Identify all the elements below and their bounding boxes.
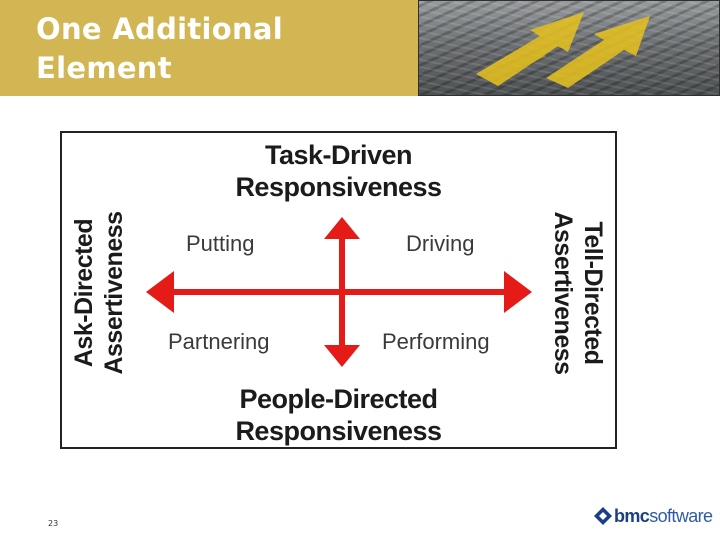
quadrant-partnering: Partnering (168, 329, 270, 354)
task-driven-label: Task-Driven Responsiveness (162, 139, 515, 203)
page-number: 23 (48, 519, 59, 528)
left-arrowhead (146, 271, 174, 313)
quadrant-putting: Putting (186, 231, 255, 256)
ask-directed-line2: Assertiveness (100, 211, 128, 375)
slide-title-line1: One Additional (36, 12, 284, 46)
people-directed-line2: Responsiveness (235, 416, 442, 446)
bmc-logo-mark-icon (594, 507, 612, 525)
ask-directed-label: Ask-Directed Assertiveness (69, 193, 129, 393)
logo-wordmark: bmcsoftware (614, 506, 713, 526)
up-arrowhead (324, 217, 360, 239)
header-banner: One Additional Element (0, 0, 720, 96)
task-driven-line2: Responsiveness (235, 172, 442, 202)
logo-text-software: software (649, 506, 713, 526)
quadrant-driving: Driving (406, 231, 475, 256)
vertical-axis (339, 233, 345, 353)
tell-directed-line1: Tell-Directed (579, 221, 607, 365)
down-arrowhead (324, 345, 360, 367)
tell-directed-line2: Assertiveness (549, 211, 577, 375)
people-directed-line1: People-Directed (239, 384, 438, 414)
right-arrowhead (504, 271, 532, 313)
road-arrow-image (418, 0, 720, 96)
people-directed-label: People-Directed Responsiveness (162, 383, 515, 447)
slide-title-line2: Element (36, 51, 172, 85)
task-driven-line1: Task-Driven (264, 140, 413, 170)
bmc-software-logo: bmcsoftware (593, 504, 713, 528)
ask-directed-line1: Ask-Directed (70, 218, 98, 368)
responsiveness-assertiveness-diagram: Task-Driven Responsiveness People-Direct… (60, 131, 617, 449)
logo-text-bmc: bmc (614, 506, 650, 526)
slide-title: One Additional Element (36, 10, 396, 88)
quadrant-performing: Performing (382, 329, 490, 354)
tell-directed-label: Tell-Directed Assertiveness (548, 193, 608, 393)
